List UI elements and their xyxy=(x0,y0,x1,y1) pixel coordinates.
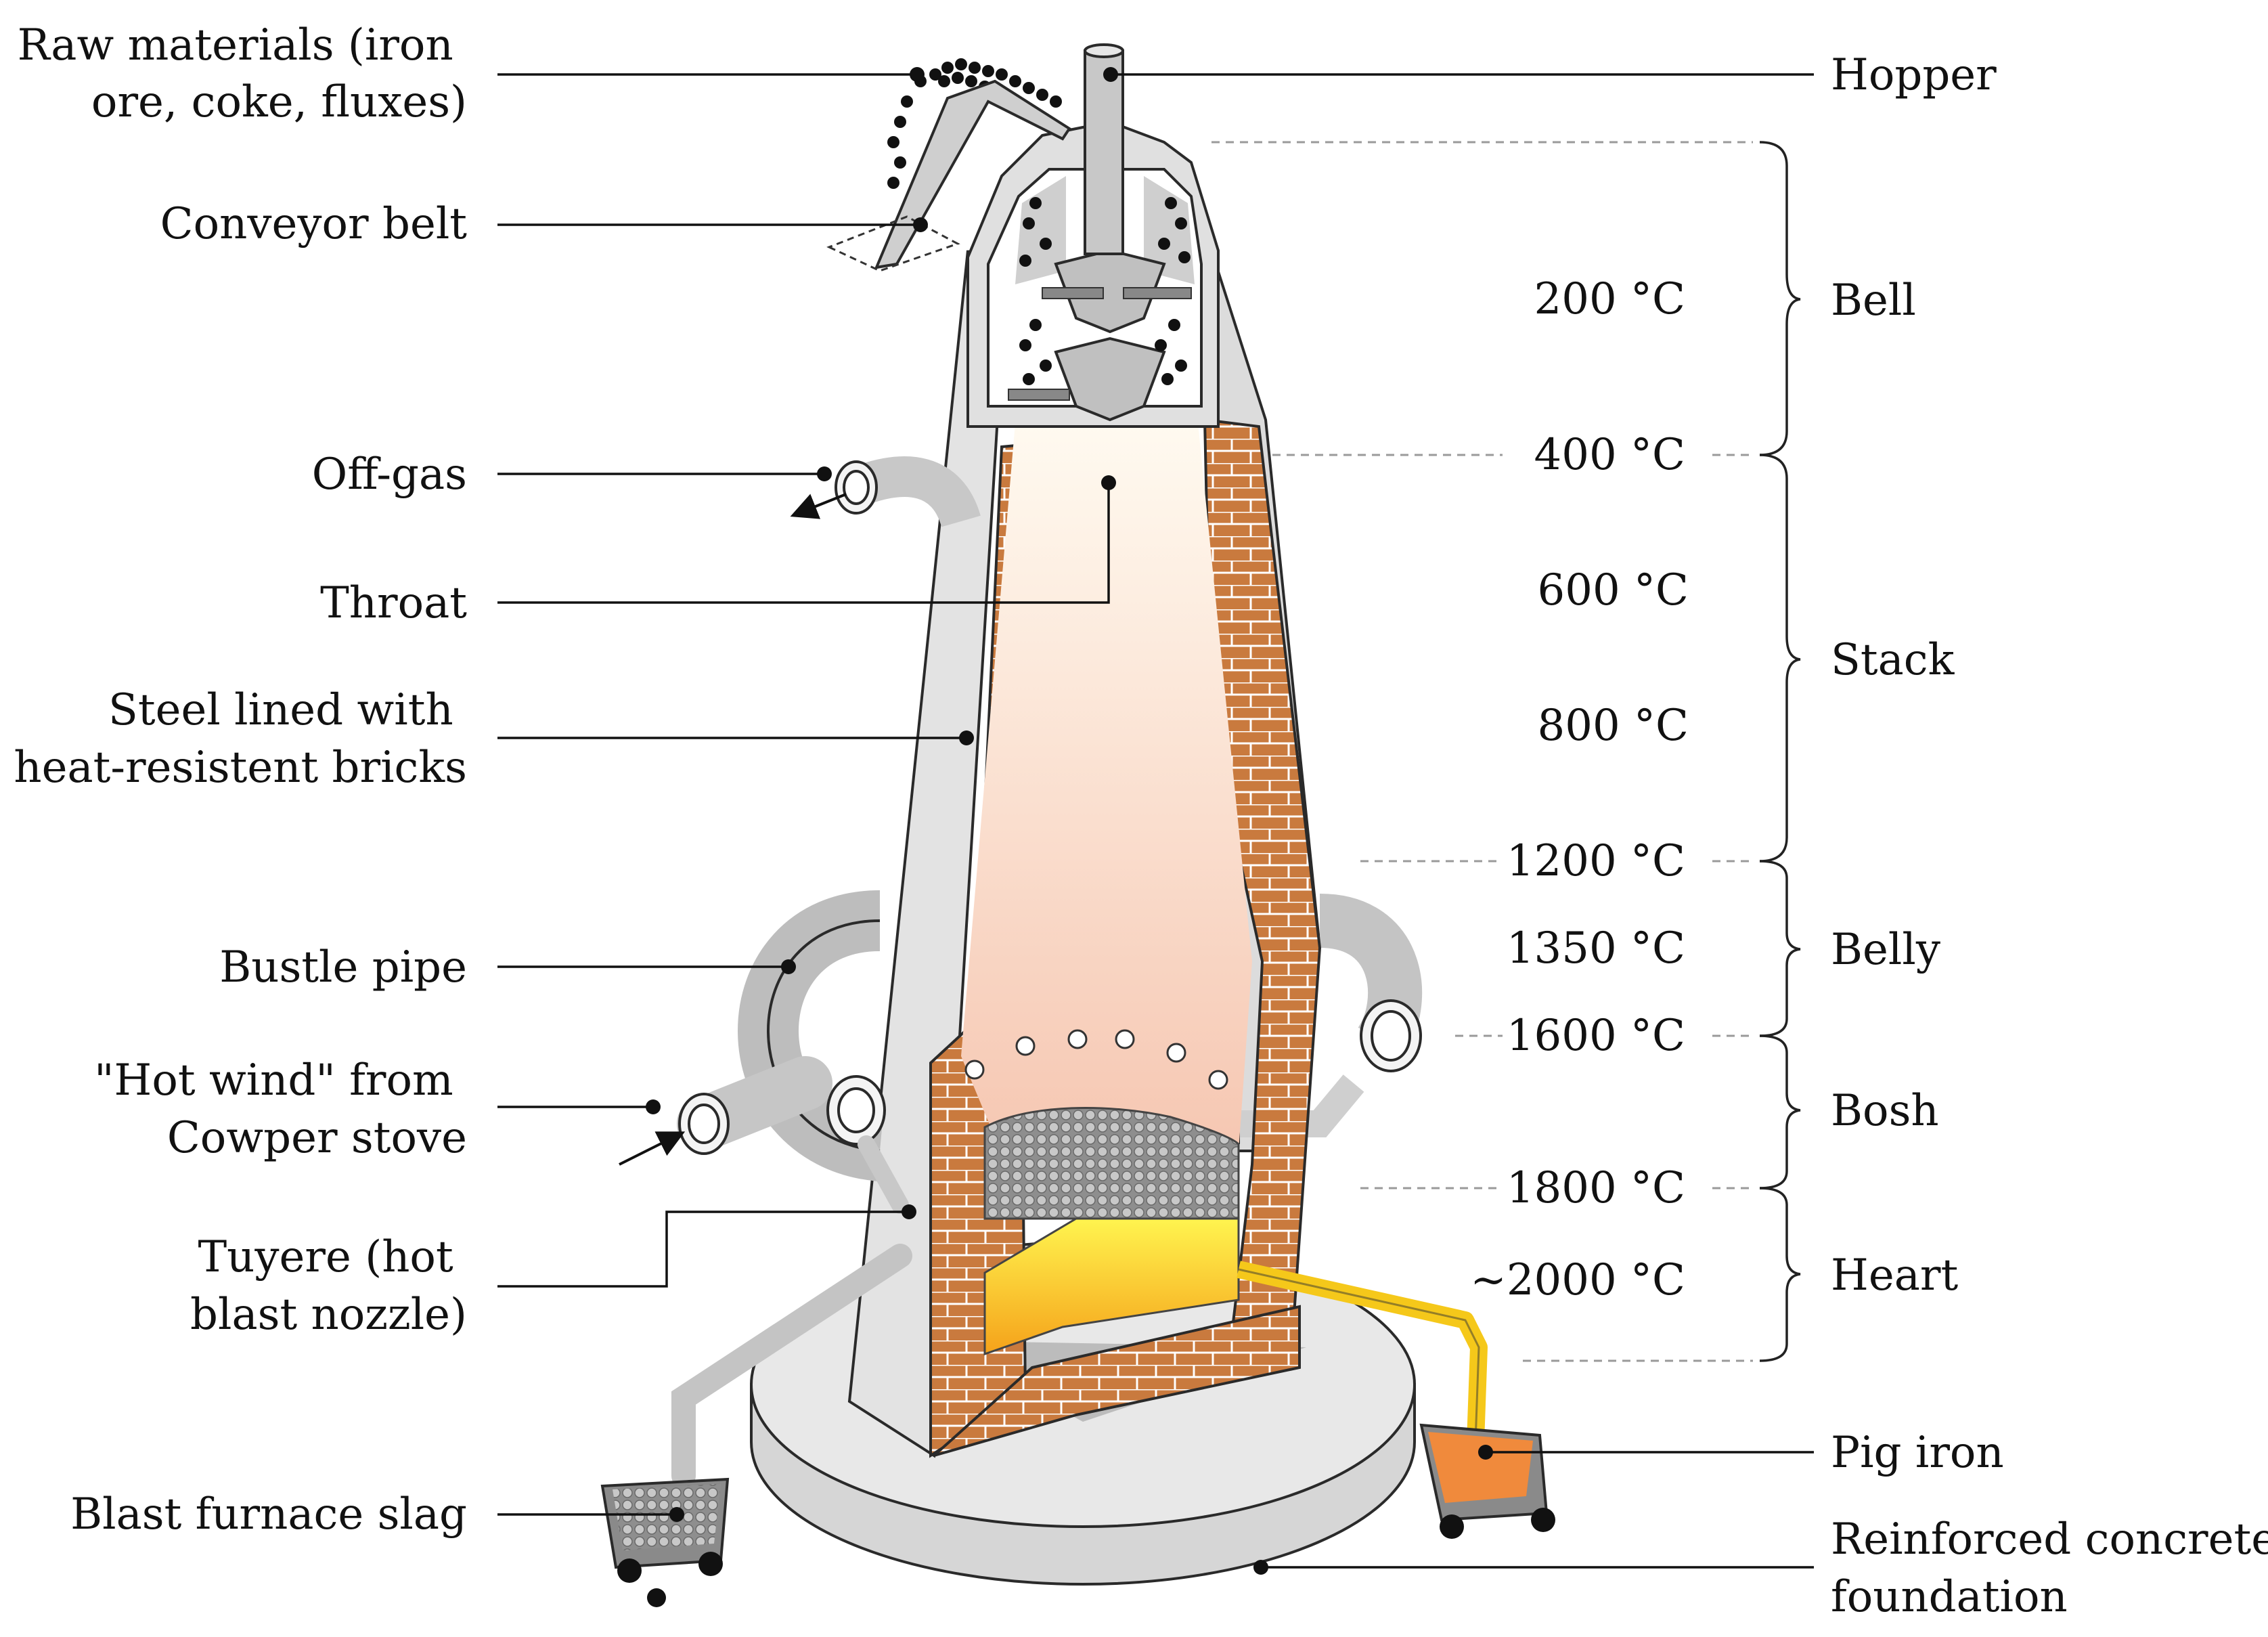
temp-label: 1800 °C xyxy=(1507,1163,1685,1213)
label-pig-iron: Pig iron xyxy=(1831,1428,2004,1478)
temp-label: 600 °C xyxy=(1538,565,1689,615)
zone-label-belly: Belly xyxy=(1831,925,1940,975)
label-throat: Throat xyxy=(320,578,467,628)
bustle-pipe xyxy=(738,890,1423,1181)
furnace-interior xyxy=(961,423,1252,1151)
bell-section xyxy=(966,120,1220,428)
label-foundation: Reinforced concrete foundation xyxy=(1831,1514,2268,1622)
hot-wind-pipe xyxy=(619,1056,886,1166)
leader-lines xyxy=(497,67,1814,1575)
label-hopper: Hopper xyxy=(1831,50,1997,100)
pig-iron-pipe-and-cart xyxy=(1237,1261,1555,1539)
off-gas-pipe xyxy=(790,456,981,528)
temp-label: 800 °C xyxy=(1538,701,1689,751)
tuyere-nozzle xyxy=(858,1135,909,1214)
temp-label: 1350 °C xyxy=(1507,923,1685,974)
label-conveyor-belt: Conveyor belt xyxy=(160,199,468,249)
label-hot-wind: "Hot wind" from Cowper stove xyxy=(94,1055,467,1163)
temp-label: ~2000 °C xyxy=(1470,1255,1685,1305)
hopper xyxy=(1084,43,1124,255)
temp-label: 1600 °C xyxy=(1507,1011,1685,1061)
label-tuyere: Tuyere (hot blast nozzle) xyxy=(190,1232,467,1340)
zone-label-stack: Stack xyxy=(1831,635,1955,685)
raw-material-pellets xyxy=(887,58,1191,385)
zone-label-heart: Heart xyxy=(1831,1250,1958,1301)
zone-label-bell: Bell xyxy=(1831,276,1916,326)
conveyor-belt xyxy=(826,79,1071,272)
label-steel-lined: Steel lined with heat-resistent bricks xyxy=(14,685,467,793)
label-slag: Blast furnace slag xyxy=(70,1489,467,1540)
label-off-gas: Off-gas xyxy=(312,450,467,500)
blast-air-bubbles xyxy=(964,1029,1228,1090)
zone-label-bosh: Bosh xyxy=(1831,1086,1939,1136)
slag-pipe-and-cart xyxy=(600,1244,912,1607)
slag-layer xyxy=(983,1107,1240,1220)
zone-braces xyxy=(1759,141,1801,1362)
label-raw-materials: Raw materials (iron ore, coke, fluxes) xyxy=(18,20,467,127)
temperature-guides xyxy=(1211,141,1753,1362)
temp-label: 400 °C xyxy=(1534,430,1685,480)
temp-label: 200 °C xyxy=(1534,274,1685,324)
molten-iron xyxy=(983,1217,1240,1356)
label-bustle-pipe: Bustle pipe xyxy=(219,942,467,992)
temp-label: 1200 °C xyxy=(1507,836,1685,886)
